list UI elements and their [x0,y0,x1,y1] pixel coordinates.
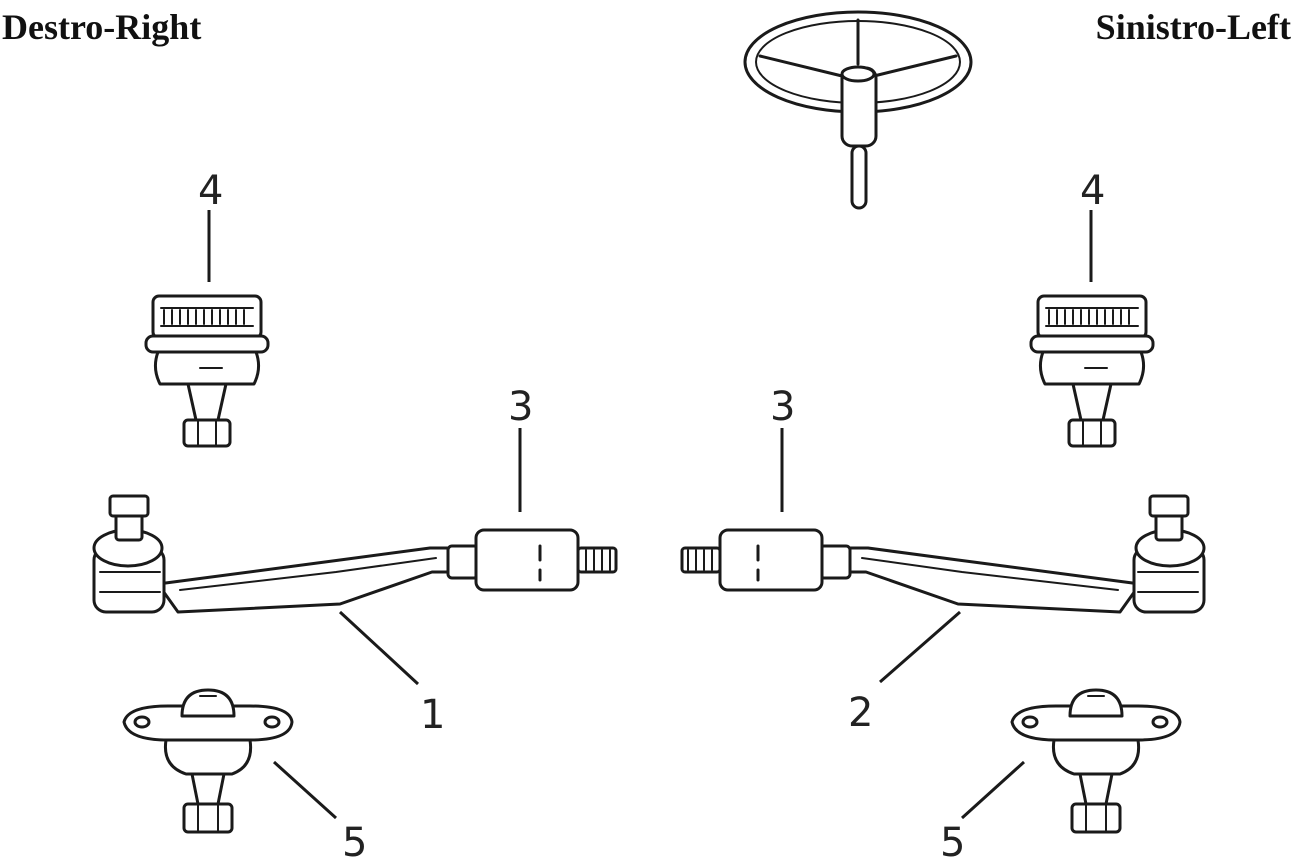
adjuster-sleeve-left [680,528,824,592]
callout-2: 2 [848,690,873,736]
adjuster-sleeve-right [474,528,618,592]
tie-rod-right [92,494,480,614]
leader-5-left [960,760,1026,820]
leader-1 [338,610,420,686]
callout-4-left: 4 [1080,168,1105,214]
callout-3-left: 3 [770,384,795,430]
steering-wheel [743,10,973,210]
callout-4-right: 4 [198,168,223,214]
upper-ball-joint-left [1029,294,1155,448]
heading-right: Destro-Right [2,7,202,47]
tie-rod-left [818,494,1206,614]
callout-5-left: 5 [940,820,965,860]
callout-5-right: 5 [342,820,367,860]
upper-ball-joint-right [144,294,270,448]
lower-ball-joint-right [122,688,294,834]
leader-lines [207,210,1093,820]
leader-2 [879,610,961,684]
callout-labels: 4 4 3 3 1 2 5 5 [198,168,1105,860]
callout-1: 1 [420,692,445,738]
leader-5-right [272,760,338,820]
callout-3-right: 3 [508,384,533,430]
heading-left: Sinistro-Left [1095,7,1291,47]
lower-ball-joint-left [1010,688,1182,834]
